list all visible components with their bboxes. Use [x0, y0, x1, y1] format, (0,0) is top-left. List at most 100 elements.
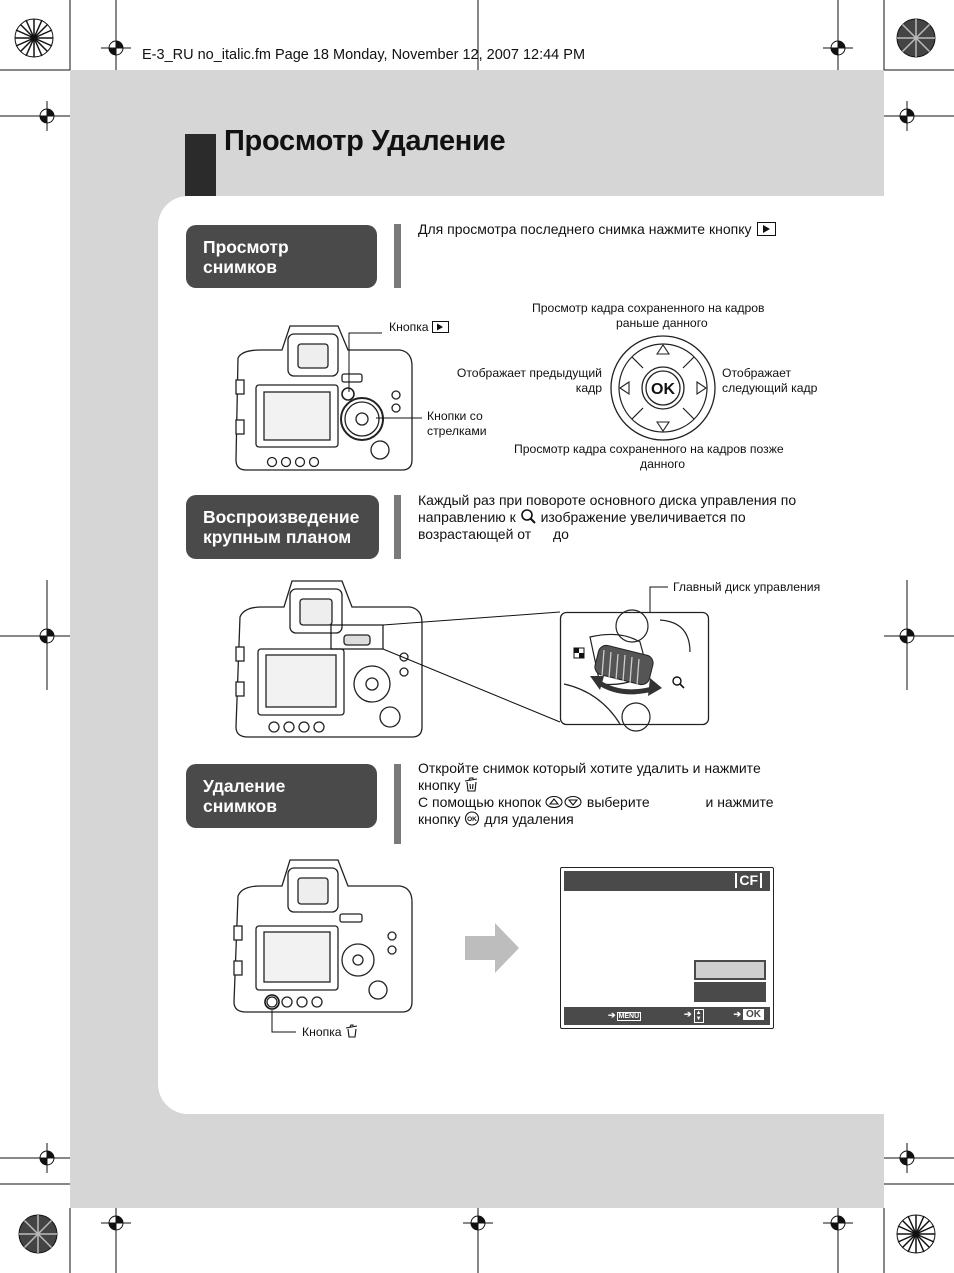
registration-mark-icon — [892, 621, 922, 651]
footer-ok: ➔OK — [733, 1009, 764, 1020]
color-wheel-icon — [896, 18, 936, 58]
play-icon — [431, 321, 449, 333]
trash-button-callout: Кнопка — [302, 1024, 358, 1040]
instruction-text: для удаления — [484, 811, 574, 827]
instruction-line: направлению к изображение увеличивается … — [418, 509, 796, 526]
pill-line: Просмотр — [203, 236, 289, 257]
section-bar — [394, 764, 401, 844]
callout-text: Кнопка — [389, 320, 429, 334]
media-label: CF — [735, 873, 762, 888]
dial-closeup-drawing — [559, 609, 710, 732]
instruction-line: возрастающей от до — [418, 526, 796, 543]
caption-text: раньше данного — [616, 315, 708, 330]
registration-mark-icon — [101, 1208, 131, 1238]
play-button-callout: Кнопка — [389, 320, 449, 335]
registration-mark-icon — [101, 33, 131, 63]
caption-text: Отображает предыдущий — [456, 366, 602, 380]
instruction-text: Каждый раз при повороте основного диска … — [418, 492, 797, 508]
section-bar — [394, 224, 401, 288]
instruction-text: Откройте снимок который хотите удалить и… — [418, 760, 761, 776]
section-text-delete: Откройте снимок который хотите удалить и… — [418, 760, 774, 828]
registration-mark-icon — [32, 101, 62, 131]
menu-option-highlight[interactable] — [694, 960, 766, 980]
page-title: Просмотр Удаление — [224, 125, 506, 157]
trash-icon — [345, 1024, 358, 1038]
footer-back: ➔MENU — [608, 1010, 642, 1021]
callout-text: Кнопки со — [427, 409, 483, 423]
section-bar — [394, 495, 401, 559]
up-down-key-icon: ▲▼ — [693, 1009, 704, 1023]
lcd-footer: ➔MENU ➔▲▼ ➔OK — [564, 1007, 770, 1025]
instruction-text: и нажмите — [705, 794, 774, 810]
footer-select: ➔▲▼ — [684, 1009, 704, 1023]
ok-label: OK — [651, 381, 675, 398]
arrow-right-icon — [465, 923, 519, 973]
ok-icon: OK — [465, 811, 480, 826]
registration-mark-icon — [32, 621, 62, 651]
up-down-buttons-icon — [545, 795, 582, 809]
lcd-title-bar: CF — [564, 871, 770, 891]
registration-mark-icon — [892, 101, 922, 131]
callout-text: стрелками — [427, 423, 487, 438]
registration-mark-icon — [823, 1208, 853, 1238]
camera-back-drawing — [235, 580, 423, 738]
caption-text: следующий кадр — [722, 380, 818, 395]
menu-key-icon: MENU — [616, 1012, 642, 1021]
file-header: E-3_RU no_italic.fm Page 18 Monday, Nove… — [142, 47, 586, 63]
pill-line: снимков — [203, 796, 277, 816]
pill-line: Удаление — [203, 776, 286, 796]
dial-callout: Главный диск управления — [673, 580, 821, 594]
magnifier-icon — [520, 509, 536, 524]
lcd-screen: CF ➔MENU ➔▲▼ ➔OK — [560, 867, 774, 1029]
color-wheel-icon — [18, 1214, 58, 1254]
registration-mark-icon — [32, 1143, 62, 1173]
pill-line: Воспроизведение — [203, 507, 360, 527]
pad-right-caption: Отображает следующий кадр — [722, 366, 817, 395]
color-wheel-icon — [14, 18, 54, 58]
section-text-zoom: Каждый раз при повороте основного диска … — [418, 492, 796, 543]
instruction-text: до — [552, 526, 569, 542]
pill-line: крупным планом — [203, 527, 352, 547]
menu-option[interactable] — [694, 982, 766, 1002]
caption-text: Просмотр кадра сохраненного на кадров — [532, 301, 765, 315]
section-pill-view: Просмотр снимков — [186, 225, 377, 288]
registration-mark-icon — [463, 1208, 493, 1238]
pad-bottom-caption: Просмотр кадра сохраненного на кадров по… — [514, 442, 784, 471]
caption-text: Просмотр кадра сохраненного на кадров по… — [514, 442, 784, 456]
instruction-text: кнопку — [418, 777, 461, 793]
callout-text: Кнопка — [302, 1025, 342, 1039]
title-bar — [185, 134, 216, 196]
instruction-text: направлению к — [418, 509, 516, 525]
registration-mark-icon — [823, 33, 853, 63]
color-wheel-icon — [896, 1214, 936, 1254]
instruction-text: изображение увеличивается по — [540, 509, 746, 525]
instruction-line: кнопку OK для удаления — [418, 811, 774, 828]
pill-line: снимков — [203, 256, 277, 277]
arrow-pad-icon: OK — [610, 335, 716, 441]
caption-text: кадр — [575, 380, 602, 395]
section-pill-delete: Удаление снимков — [186, 764, 377, 828]
instruction-text: выберите — [586, 794, 650, 810]
caption-text: Отображает — [722, 366, 792, 380]
instruction-line: С помощью кнопок выберите и нажмите — [418, 794, 774, 811]
camera-back-drawing — [235, 325, 413, 471]
instruction-text: кнопку — [418, 811, 461, 827]
section-pill-zoom: Воспроизведение крупным планом — [186, 495, 379, 559]
play-icon — [757, 222, 777, 236]
svg-text:OK: OK — [468, 816, 478, 823]
instruction-text: С помощью кнопок — [418, 794, 542, 810]
trash-icon — [465, 777, 478, 792]
ok-key-icon: OK — [743, 1009, 764, 1020]
section-text-view: Для просмотра последнего снимка нажмите … — [418, 221, 777, 238]
instruction-line: кнопку — [418, 777, 774, 794]
caption-text: данного — [640, 456, 686, 471]
pad-left-caption: Отображает предыдущий кадр — [452, 366, 602, 395]
camera-back-drawing — [233, 859, 413, 1013]
instruction-text: возрастающей от — [418, 526, 532, 542]
registration-mark-icon — [892, 1143, 922, 1173]
pad-top-caption: Просмотр кадра сохраненного на кадров ра… — [532, 301, 765, 330]
arrow-buttons-callout: Кнопки со стрелками — [427, 409, 487, 438]
instruction-text: Для просмотра последнего снимка нажмите … — [418, 221, 752, 237]
